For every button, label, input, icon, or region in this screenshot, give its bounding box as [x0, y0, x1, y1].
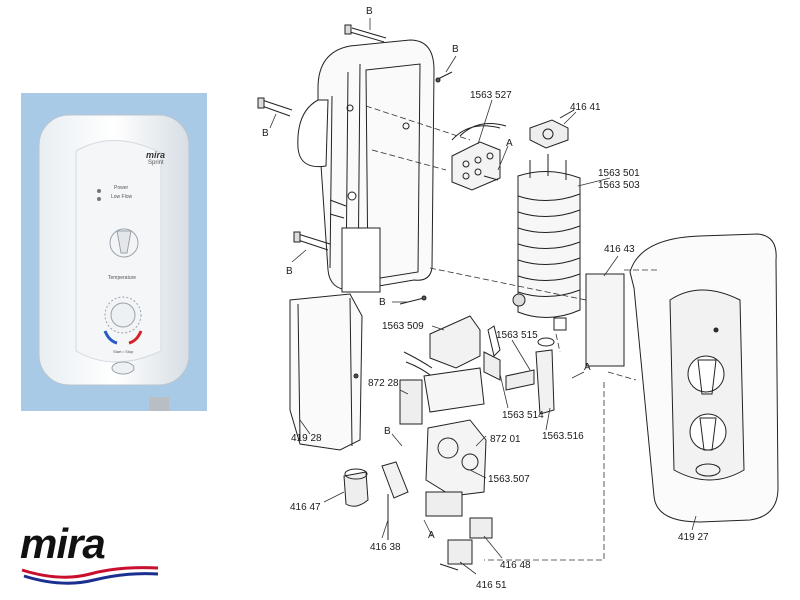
pcb-cover [585, 273, 625, 367]
valve-body [425, 419, 487, 517]
label-416-43: 416 43 [604, 244, 635, 255]
label-1563-514: 1563 514 [502, 410, 544, 421]
front-cover [629, 233, 779, 523]
label-a-terminal: A [506, 138, 513, 149]
pump-coil [439, 539, 473, 571]
label-416-48: 416 48 [500, 560, 531, 571]
shower-unit-illustration [38, 114, 190, 411]
label-1563-509: 1563 509 [382, 321, 424, 332]
label-416-51: 416 51 [476, 580, 507, 591]
heater-tank [512, 154, 581, 331]
screw-b-left-top [257, 97, 293, 117]
screw-b-upper-right [435, 71, 453, 83]
label-b-left-top: B [262, 128, 269, 139]
flow-switch [469, 517, 493, 539]
leader-lines [269, 18, 697, 575]
screw-b-left-mid [293, 231, 331, 251]
photo-brand: mira [146, 150, 166, 160]
label-b-top: B [366, 6, 373, 17]
photo-model: Sprint [148, 160, 164, 166]
logo-wordmark: mira [20, 520, 106, 567]
label-416-38: 416 38 [370, 542, 401, 553]
label-1563-515: 1563 515 [496, 330, 538, 341]
photo-indicator-power: Power [114, 185, 129, 191]
solenoid-valve [399, 315, 501, 425]
terminal-block [451, 123, 507, 191]
label-416-47: 416 47 [290, 502, 321, 513]
screw-b-bottom [399, 295, 427, 305]
label-b-bottom: B [379, 297, 386, 308]
label-419-28: 419 28 [291, 433, 322, 444]
elbow-fitting [343, 468, 369, 507]
label-872-01: 872 01 [490, 434, 521, 445]
product-photo: mira Sprint Power Low Flow Temperature S… [21, 93, 207, 411]
label-a-bottom: A [428, 530, 435, 541]
photo-temperature-label: Temperature [108, 275, 137, 281]
label-419-27: 419 27 [678, 532, 709, 543]
label-a-pipe: A [584, 362, 591, 373]
label-1563-503: 1563 503 [598, 180, 640, 191]
label-1563-516: 1563.516 [542, 431, 584, 442]
photo-indicator-low-flow: Low Flow [111, 194, 133, 200]
label-1563-507: 1563.507 [488, 474, 530, 485]
label-1563-501: 1563 501 [598, 168, 640, 179]
photo-start-stop-label: Start • Stop [113, 349, 134, 354]
label-b-lower: B [384, 426, 391, 437]
side-cover [289, 293, 363, 451]
label-b-left-mid: B [286, 266, 293, 277]
alignment-lines [365, 105, 660, 561]
mira-logo: mira [20, 520, 160, 586]
label-1563-527: 1563 527 [470, 90, 512, 101]
outlet-pipe [505, 337, 555, 415]
label-872-28: 872 28 [368, 378, 399, 389]
backplate [297, 39, 435, 293]
pipe-bracket [381, 461, 409, 540]
label-b-upper-right: B [452, 44, 459, 55]
logo-swoosh [21, 566, 159, 585]
screw-b-top [344, 24, 387, 43]
thermal-cutout [529, 109, 575, 149]
label-416-41: 416 41 [570, 102, 601, 113]
